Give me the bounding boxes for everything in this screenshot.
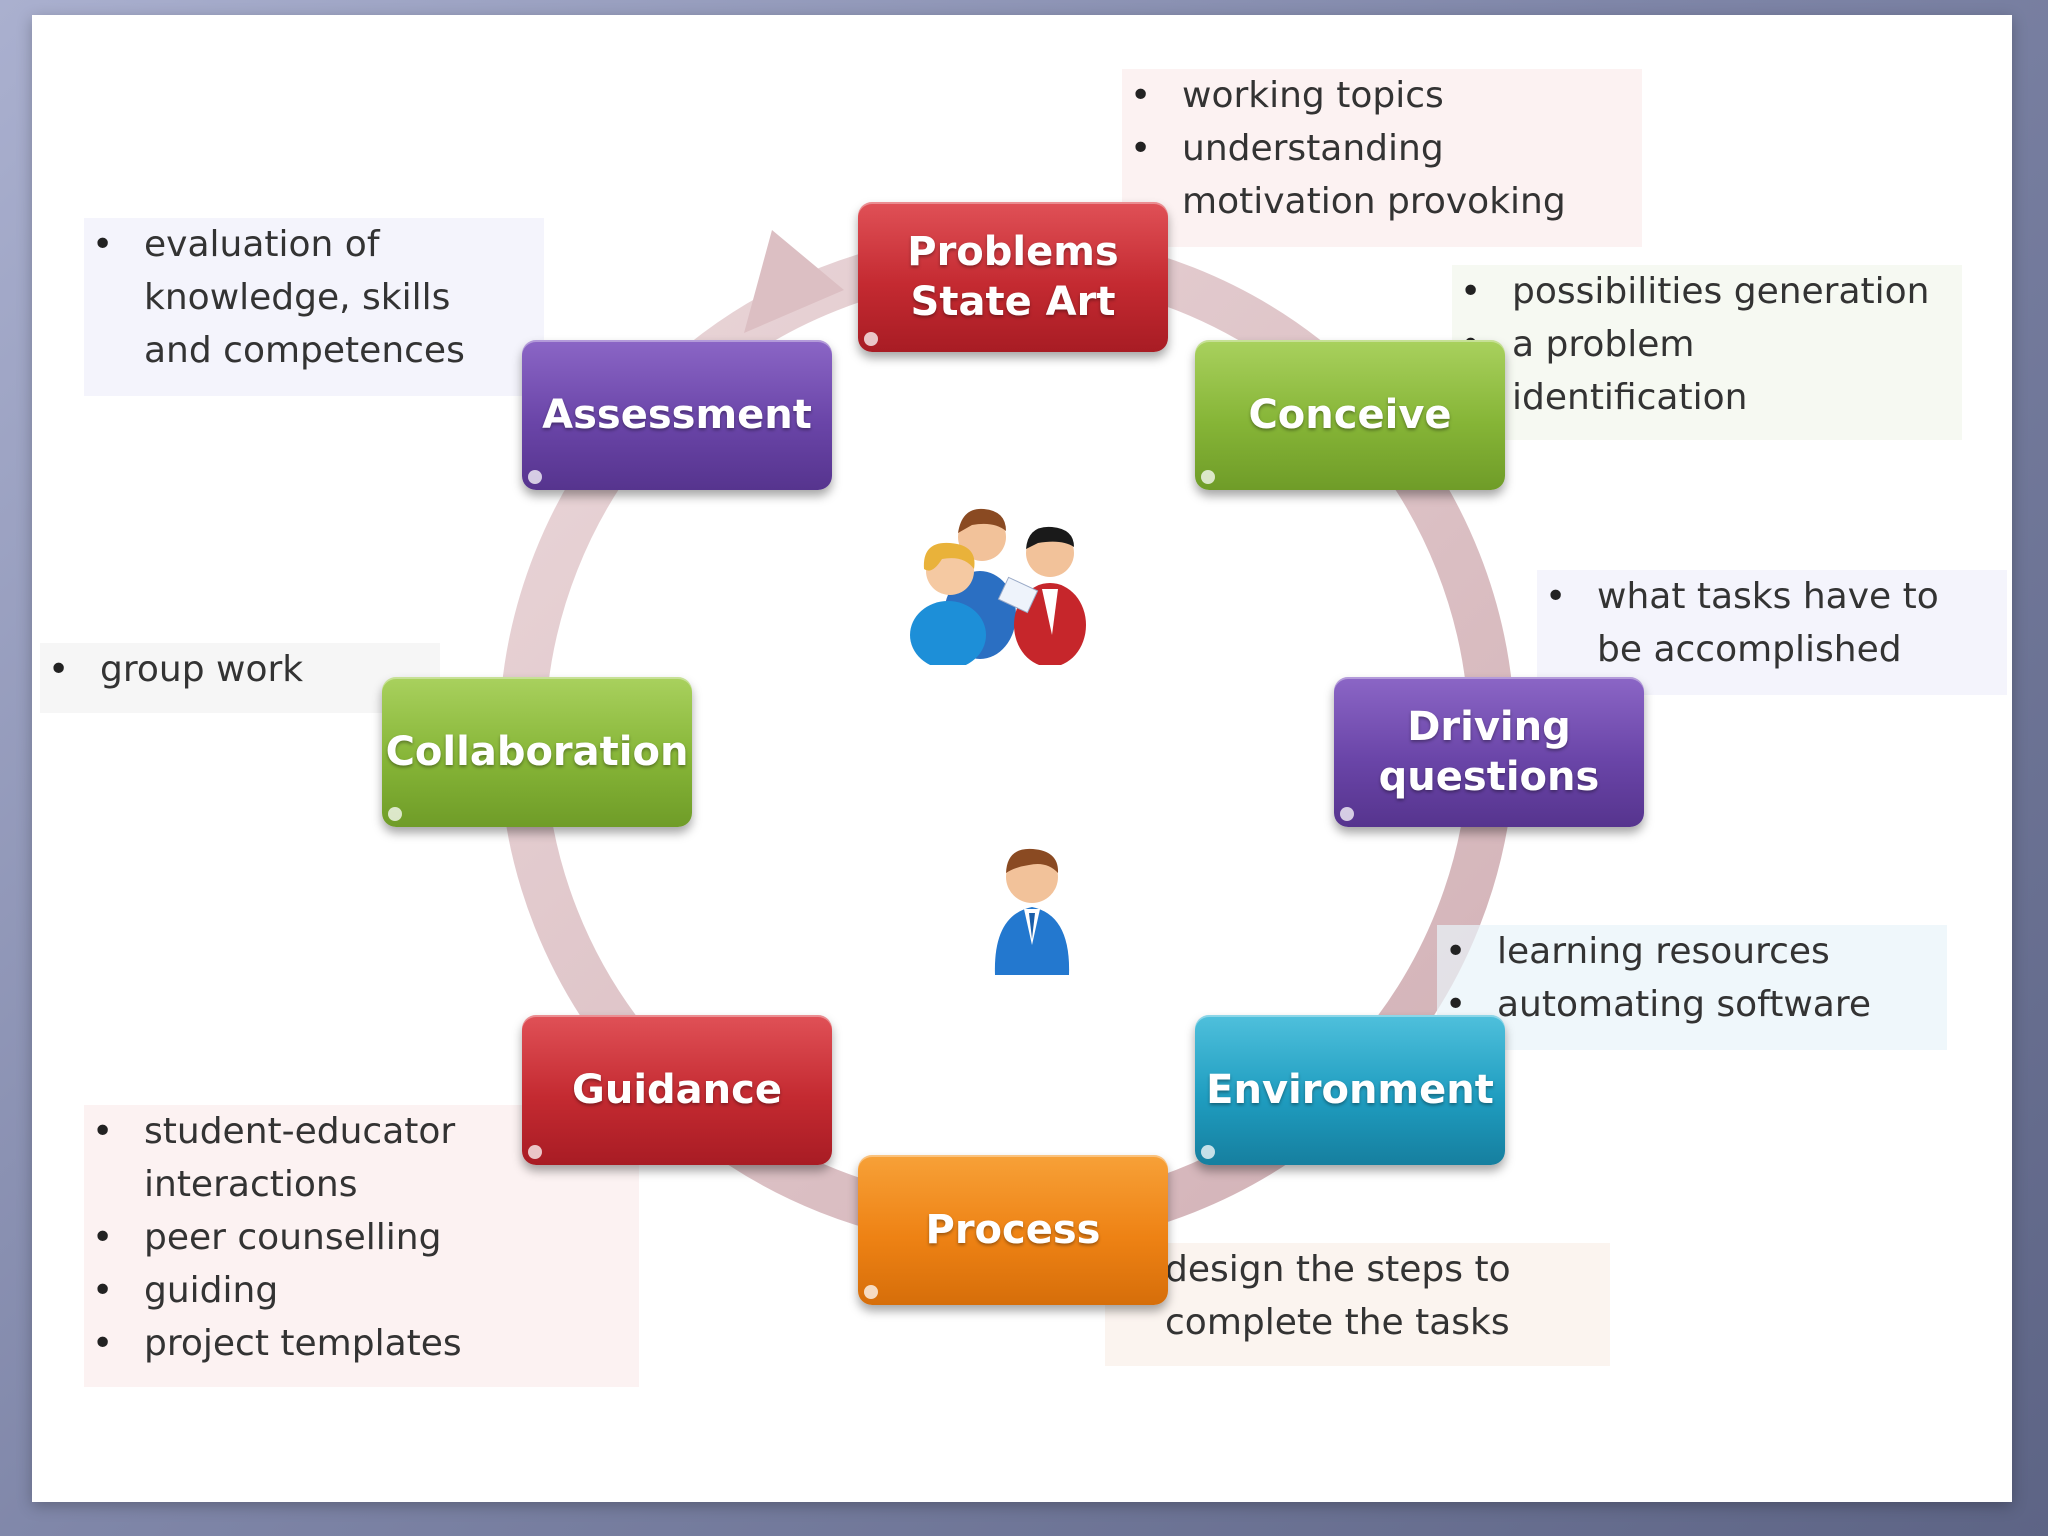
note-problems: working topics understanding motivation … <box>1122 69 1642 247</box>
note-assessment-item: evaluation of knowledge, skills and comp… <box>84 218 544 377</box>
note-process: design the steps to complete the tasks <box>1105 1243 1610 1366</box>
note-guidance-item: student-educator interactions <box>84 1105 639 1211</box>
node-conceive: Conceive <box>1195 340 1505 490</box>
people-group-icon <box>910 508 1086 665</box>
note-conceive-item: possibilities generation <box>1452 265 1962 318</box>
note-assessment: evaluation of knowledge, skills and comp… <box>84 218 544 396</box>
node-assessment: Assessment <box>522 340 832 490</box>
node-problems-state-art: Problems State Art <box>858 202 1168 352</box>
person-icon <box>994 848 1070 975</box>
node-environment: Environment <box>1195 1015 1505 1165</box>
note-environment-item: automating software <box>1437 978 1947 1031</box>
note-guidance-item: guiding <box>84 1264 639 1317</box>
node-guidance: Guidance <box>522 1015 832 1165</box>
note-driving: what tasks have to be accomplished <box>1537 570 2007 695</box>
cycle-arrowhead <box>744 230 844 333</box>
note-problems-item: understanding motivation provoking <box>1122 122 1642 228</box>
note-environment: learning resources automating software <box>1437 925 1947 1050</box>
note-conceive: possibilities generation a problem ident… <box>1452 265 1962 440</box>
note-guidance-item: project templates <box>84 1317 639 1370</box>
note-collaboration-item: group work <box>40 643 440 696</box>
note-problems-item: working topics <box>1122 69 1642 122</box>
slide: working topics understanding motivation … <box>32 15 2012 1502</box>
note-driving-item: what tasks have to be accomplished <box>1537 570 2007 676</box>
node-driving-questions: Driving questions <box>1334 677 1644 827</box>
note-collaboration: group work <box>40 643 440 713</box>
note-conceive-item: a problem identification <box>1452 318 1962 424</box>
note-guidance-item: peer counselling <box>84 1211 639 1264</box>
node-process: Process <box>858 1155 1168 1305</box>
note-process-item: design the steps to complete the tasks <box>1105 1243 1610 1349</box>
node-collaboration: Collaboration <box>382 677 692 827</box>
note-environment-item: learning resources <box>1437 925 1947 978</box>
